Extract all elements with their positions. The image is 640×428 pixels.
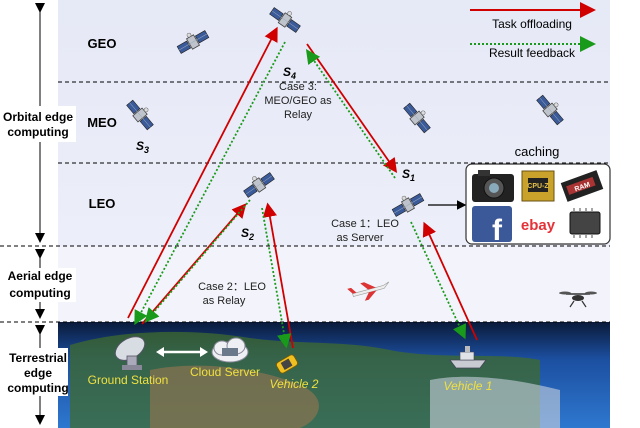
case1-line1: Case 1：LEO bbox=[331, 218, 399, 230]
orbital-label-line1: Orbital edge bbox=[3, 110, 73, 124]
legend-task-label: Task offloading bbox=[492, 17, 572, 31]
layer-label-geo: GEO bbox=[88, 36, 117, 51]
aerial-label-line2: computing bbox=[9, 286, 70, 300]
terrestrial-label-bg bbox=[2, 348, 68, 396]
link-arrowhead-left bbox=[156, 347, 164, 357]
cloud-icon bbox=[211, 337, 249, 363]
chip-icon bbox=[569, 208, 601, 238]
feedback-arrow-s2-to-vehicle2 bbox=[261, 207, 292, 349]
cpu-label: CPU-Z bbox=[527, 183, 549, 190]
ebay-label: ebay bbox=[521, 217, 556, 234]
ebay-icon: ebay bbox=[517, 210, 559, 238]
case2-line2: as Relay bbox=[203, 295, 246, 307]
sat-label-s4: S4 bbox=[283, 65, 296, 81]
cloud-server-label: Cloud Server bbox=[190, 365, 260, 379]
case1-line2: as Server bbox=[336, 232, 383, 244]
caching-title: caching bbox=[515, 144, 560, 159]
car-icon bbox=[276, 354, 298, 374]
vehicle1-label: Vehicle 1 bbox=[444, 379, 493, 393]
orbital-label-line2: computing bbox=[7, 125, 68, 139]
aerial-background bbox=[58, 246, 610, 322]
feedback-arrow-s1-to-vehicle1 bbox=[410, 221, 466, 340]
link-arrowhead-right bbox=[200, 347, 208, 357]
task-arrow-ground-to-s4 bbox=[127, 26, 278, 319]
orbital-label-bg bbox=[2, 106, 76, 142]
layer-label-meo: MEO bbox=[87, 115, 117, 130]
ground-station-label: Ground Station bbox=[88, 373, 169, 387]
terrestrial-label-line1: Terrestrial bbox=[9, 351, 67, 365]
airplane-icon bbox=[347, 281, 390, 301]
layer-label-leo: LEO bbox=[89, 196, 116, 211]
case3-line3: Relay bbox=[284, 109, 313, 121]
sat-label-s1: S1 bbox=[402, 167, 415, 183]
case3-line1: Case 3: bbox=[279, 81, 317, 93]
aerial-label-line1: Aerial edge bbox=[8, 269, 73, 283]
case2-line1: Case 2：LEO bbox=[198, 281, 266, 293]
land-desert bbox=[150, 365, 319, 428]
cpu-icon: CPU-Z bbox=[521, 170, 555, 202]
facebook-icon: f bbox=[472, 206, 512, 247]
dish-icon bbox=[114, 336, 146, 370]
task-arrow-s4-to-s1 bbox=[306, 43, 398, 173]
ship-icon bbox=[449, 346, 487, 369]
legend-feedback-label: Result feedback bbox=[489, 46, 576, 60]
camera-icon bbox=[472, 170, 514, 202]
case3-line2: MEO/GEO as bbox=[264, 95, 332, 107]
task-arrow-ground-to-s2 bbox=[141, 203, 247, 325]
aerial-label-bg bbox=[2, 268, 76, 302]
feedback-arrow-s4-to-ground bbox=[134, 41, 286, 326]
terrestrial-label-line2: edge bbox=[24, 366, 52, 380]
drone-icon bbox=[559, 291, 597, 308]
sat-label-s2: S2 bbox=[241, 226, 254, 242]
land-clouds bbox=[430, 376, 560, 428]
ram-icon: RAM bbox=[560, 170, 604, 202]
sat-label-s3: S3 bbox=[136, 139, 149, 155]
feedback-arrow-s1-to-s4 bbox=[305, 49, 396, 179]
facebook-label: f bbox=[492, 214, 503, 247]
task-arrow-vehicle2-to-s2 bbox=[262, 202, 294, 349]
vehicle2-label: Vehicle 2 bbox=[270, 377, 319, 391]
task-arrow-vehicle1-to-s1 bbox=[422, 221, 478, 341]
terrestrial-label-line3: computing bbox=[7, 381, 68, 395]
